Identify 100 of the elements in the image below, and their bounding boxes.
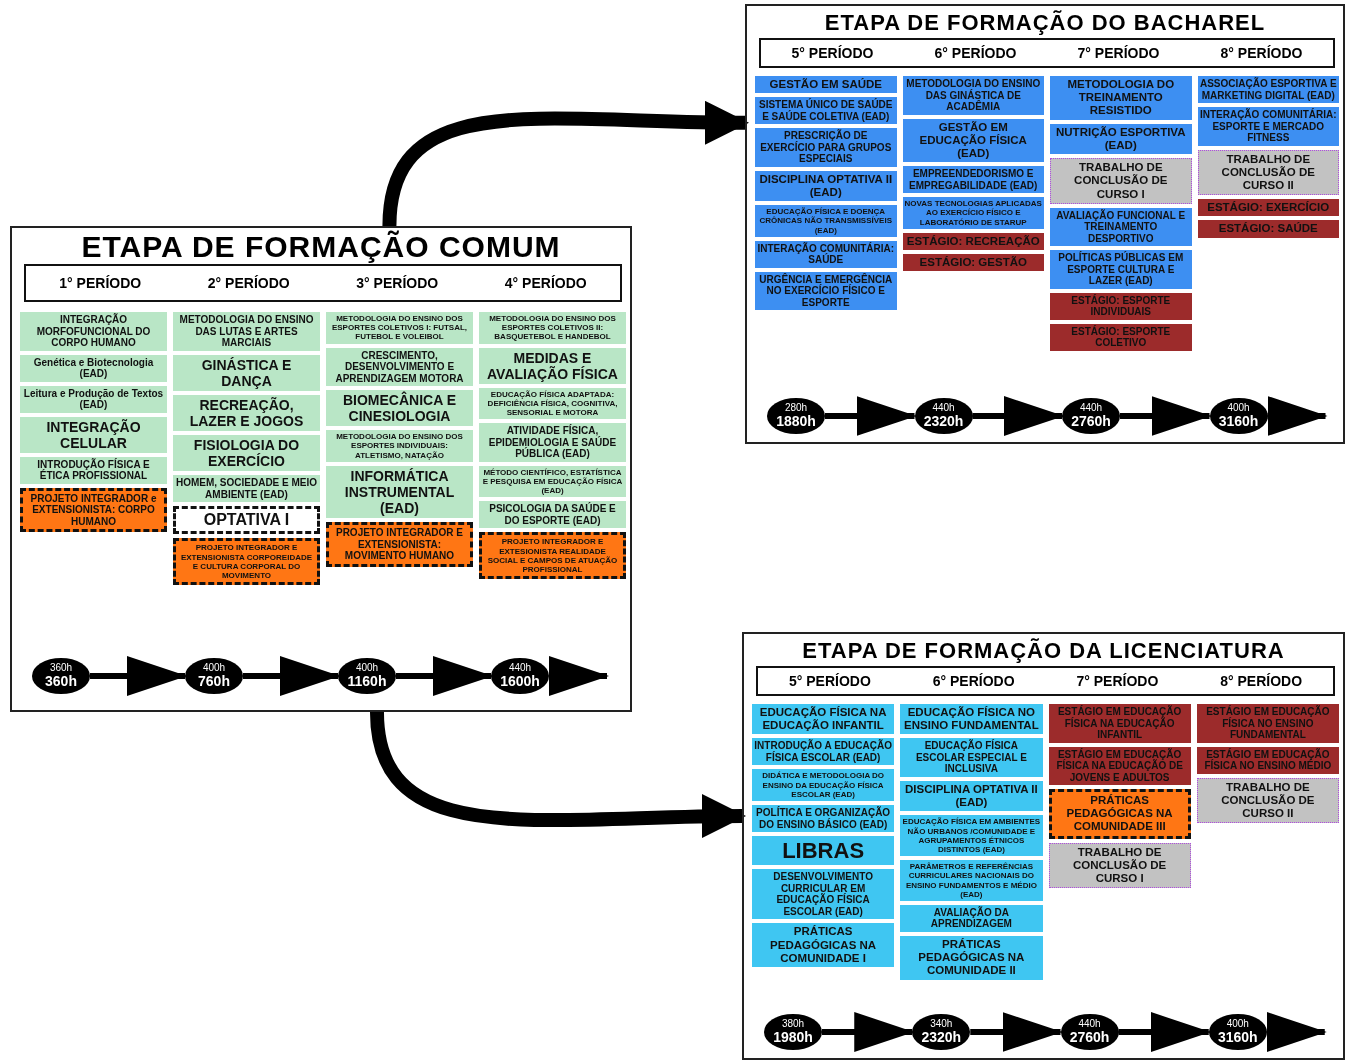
course-box: SISTEMA ÚNICO DE SAÚDE E SAÚDE COLETIVA (EAD): [755, 97, 897, 125]
course-box: BIOMECÂNICA E CINESIOLOGIA: [326, 390, 473, 427]
course-box: INTEGRAÇÃO CELULAR: [20, 416, 167, 453]
course-box: NUTRIÇÃO ESPORTIVA (EAD): [1050, 123, 1192, 155]
course-box: METODOLOGIA DO ENSINO DAS GINÁSTICA DE ACADÊMIA: [902, 76, 1044, 115]
total-hours-label: 2320h: [923, 413, 964, 429]
thesis-box: TRABALHO DE CONCLUSÃO DE CURSO II: [1197, 149, 1339, 196]
course-box: INTRODUÇÃO A EDUCAÇÃO FÍSICA ESCOLAR (EAD): [752, 738, 895, 766]
period-label: 6° PERÍODO: [931, 673, 1016, 689]
internship-box: ESTÁGIO EM EDUCAÇÃO FÍSICA NO ENSINO FUNDAMENTAL: [1196, 704, 1339, 743]
arrow: [549, 656, 609, 696]
hours-badge: [1060, 1014, 1119, 1050]
period-hours-label: 400h: [355, 663, 379, 674]
period-label: 7° PERÍODO: [1076, 45, 1161, 61]
course-box: PRÁTICAS PEDAGÓGICAS NA COMUNIDADE I: [752, 923, 895, 967]
course-box: EDUCAÇÃO FÍSICA EM AMBIENTES NÃO URBANOS /COMUNIDADE E AGRUPAMENTOS ÉTNICOS DISTINTOS (EAD): [900, 815, 1043, 857]
course-box: INTERAÇÃO COMUNITÁRIA: ESPORTE E MERCADO FITNESS: [1197, 107, 1339, 146]
course-box: URGÊNCIA E EMERGÊNCIA NO EXERCÍCIO FÍSICO E ESPORTE: [755, 271, 897, 311]
course-box: DISCIPLINA OPTATIVA II (EAD): [755, 170, 897, 202]
stage-panel: [10, 226, 632, 712]
stage-panel: [745, 4, 1345, 444]
arrow: [243, 656, 340, 696]
course-box: EDUCAÇÃO FÍSICA NA EDUCAÇÃO INFANTIL: [752, 704, 895, 735]
period-label: 4° PERÍODO: [503, 275, 588, 291]
hours-badge: [491, 658, 549, 694]
course-box: ATIVIDADE FÍSICA, EPIDEMIOLOGIA E SAÚDE PÚBLICA (EAD): [479, 423, 626, 462]
arrow: [1120, 396, 1212, 436]
hours-badge: [32, 658, 90, 694]
course-box: INFORMÁTICA INSTRUMENTAL (EAD): [326, 465, 473, 519]
course-box: AVALIAÇÃO DA APRENDIZAGEM: [900, 904, 1043, 932]
thesis-box: TRABALHO DE CONCLUSÃO DE CURSO I: [1048, 842, 1191, 889]
course-box: PRESCRIÇÃO DE EXERCÍCIO PARA GRUPOS ESPECIAIS: [755, 128, 897, 167]
period-label: 1° PERÍODO: [58, 275, 143, 291]
project-box: PROJETO INTEGRADOR E EXTENSIONISTA CORPOREIDADE E CULTURA CORPORAL DO MOVIMENTO: [173, 538, 320, 586]
stage-panel: [742, 632, 1345, 1060]
arrow: [90, 656, 187, 696]
internship-box: ESTÁGIO: GESTÃO: [902, 253, 1044, 272]
course-box: METODOLOGIA DO ENSINO DOS ESPORTES COLETIVOS II: BASQUETEBOL E HANDEBOL: [479, 312, 626, 344]
panel-title: ETAPA DE FORMAÇÃO DA LICENCIATURA: [801, 638, 1286, 664]
internship-box: ESTÁGIO: ESPORTE COLETIVO: [1050, 323, 1192, 351]
period-hours-label: 280h: [784, 403, 808, 414]
course-box: PARÂMETROS E REFERÊNCIAS CURRICULARES NACIONAIS DO ENSINO FUNDAMENTOS E MÉDIO (EAD): [900, 860, 1043, 901]
course-box: METODOLOGIA DO ENSINO DAS LUTAS E ARTES MARCIAIS: [173, 312, 320, 351]
total-hours-label: 1880h: [776, 413, 816, 429]
arrow: [825, 396, 917, 436]
course-box: CRESCIMENTO, DESENVOLVIMENTO E APRENDIZAGEM MOTORA: [326, 347, 473, 387]
course-box: METODOLOGIA DO ENSINO DOS ESPORTES COLETIVOS I: FUTSAL, FUTEBOL E VOLEIBOL: [326, 312, 473, 344]
course-box: DESENVOLVIMENTO CURRICULAR EM EDUCAÇÃO FÍSICA ESCOLAR (EAD): [752, 869, 895, 920]
hours-badge: [338, 658, 396, 694]
period-label: 8° PERÍODO: [1219, 45, 1304, 61]
period-label: 5° PERÍODO: [790, 45, 875, 61]
arrow: [970, 1012, 1063, 1052]
course-box: METODOLOGIA DO TREINAMENTO RESISTIDO: [1050, 76, 1192, 120]
course-box: GESTÃO EM SAÚDE: [755, 76, 897, 94]
hours-badge: [912, 1014, 971, 1050]
period-hours-label: 440h: [508, 663, 532, 674]
period-hours-label: 400h: [1226, 1019, 1249, 1030]
thesis-box: TRABALHO DE CONCLUSÃO DE CURSO II: [1196, 777, 1339, 824]
arrow: [972, 396, 1064, 436]
elective-box: OPTATIVA I: [173, 506, 320, 535]
course-box: DISCIPLINA OPTATIVA II (EAD): [900, 780, 1043, 812]
period-hours-label: 380h: [781, 1019, 805, 1030]
course-box: MÉTODO CIENTÍFICO, ESTATÍSTICA E PESQUISA EM EDUCAÇÃO FÍSICA (EAD): [479, 465, 626, 498]
period-hours-label: 440h: [1078, 1019, 1101, 1030]
period-label: 8° PERÍODO: [1219, 673, 1304, 689]
total-hours-label: 2760h: [1071, 413, 1111, 429]
project-box: PRÁTICAS PEDAGÓGICAS NA COMUNIDADE III: [1048, 789, 1191, 839]
course-box: PRÁTICAS PEDAGÓGICAS NA COMUNIDADE II: [900, 935, 1043, 980]
course-box: EDUCAÇÃO FÍSICA ADAPTADA: DEFICIÊNCIA FÍSICA, COGNITIVA, SENSORIAL E MOTORA: [479, 387, 626, 420]
course-box: AVALIAÇÃO FUNCIONAL E TREINAMENTO DESPORTIVO: [1050, 207, 1192, 247]
period-header-bar: [24, 264, 622, 302]
hours-badge: [767, 398, 825, 434]
curved-arrow: [370, 711, 746, 839]
period-hours-label: 440h: [1079, 403, 1103, 414]
internship-box: ESTÁGIO: EXERCÍCIO: [1197, 199, 1339, 217]
arrow: [1267, 396, 1328, 436]
course-box: LIBRAS: [752, 836, 895, 866]
project-box: PROJETO INTEGRADOR E EXTESIONISTA REALIDADE SOCIAL E CAMPOS DE ATUAÇÃO PROFISSIONAL: [479, 532, 626, 580]
course-box: GESTÃO EM EDUCAÇÃO FÍSICA (EAD): [902, 118, 1044, 163]
course-box: HOMEM, SOCIEDADE E MEIO AMBIENTE (EAD): [173, 475, 320, 503]
panel-title: ETAPA DE FORMAÇÃO DO BACHAREL: [823, 10, 1267, 36]
total-hours-label: 1160h: [347, 673, 387, 689]
hours-badge: [764, 1014, 822, 1050]
course-box: FISIOLOGIA DO EXERCÍCIO: [173, 434, 320, 472]
internship-box: ESTÁGIO: ESPORTE INDIVIDUAIS: [1050, 292, 1192, 320]
total-hours-label: 760h: [198, 673, 230, 689]
course-box: GINÁSTICA E DANÇA: [173, 354, 320, 391]
course-box: Leitura e Produção de Textos (EAD): [20, 385, 167, 413]
project-box: PROJETO INTEGRADOR E EXTENSIONISTA: MOVIMENTO HUMANO: [326, 522, 473, 567]
panel-title: ETAPA DE FORMAÇÃO COMUM: [80, 230, 562, 264]
course-box: INTEGRAÇÃO MORFOFUNCIONAL DO CORPO HUMANO: [20, 312, 167, 351]
course-box: POLÍTICA E ORGANIZAÇÃO DO ENSINO BÁSICO (EAD): [752, 805, 895, 832]
course-box: INTRODUÇÃO FÍSICA E ÉTICA PROFISSIONAL: [20, 456, 167, 484]
course-box: INTERAÇÃO COMUNITÁRIA: SAÚDE: [755, 240, 897, 268]
internship-box: ESTÁGIO EM EDUCAÇÃO FÍSICA NA EDUCAÇÃO DE JOVENS E ADULTOS: [1048, 746, 1191, 785]
course-box: ASSOCIAÇÃO ESPORTIVA E MARKETING DIGITAL (EAD): [1197, 76, 1339, 103]
course-box: PSICOLOGIA DA SAÚDE E DO ESPORTE (EAD): [479, 501, 626, 529]
period-label: 2° PERÍODO: [206, 275, 291, 291]
hours-badge: [1062, 398, 1120, 434]
period-hours-label: 360h: [49, 663, 73, 674]
